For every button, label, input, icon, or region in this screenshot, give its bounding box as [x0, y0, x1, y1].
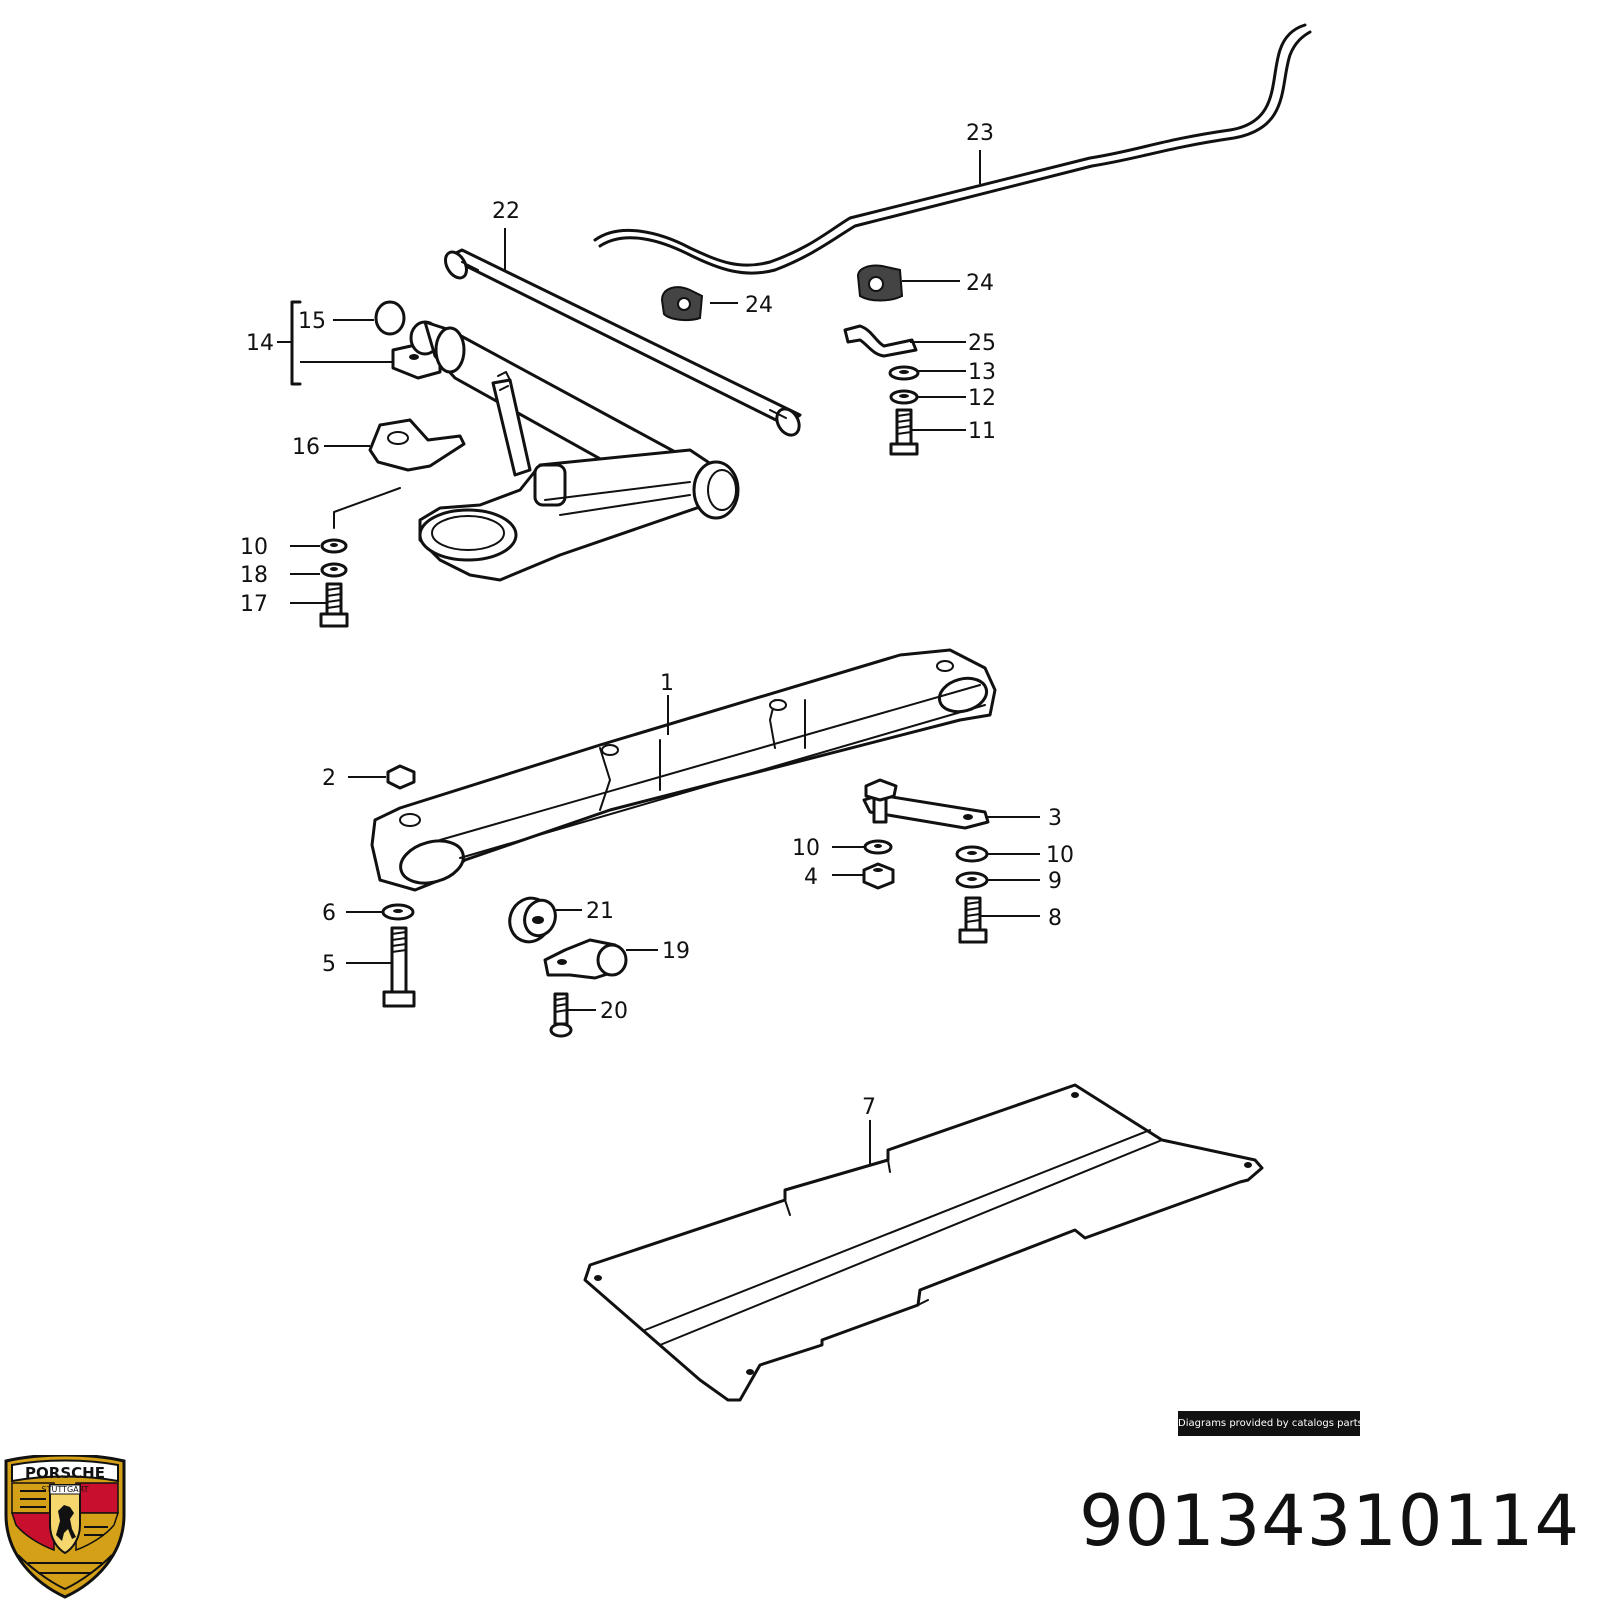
part-13-washer [888, 365, 920, 381]
part-24-bushing-right [856, 264, 904, 302]
part-18-lock-washer [320, 562, 348, 578]
callout-1: 1 [660, 671, 674, 696]
callout-15: 15 [298, 309, 326, 334]
part-25-clamp [843, 324, 918, 358]
trailing-arm [409, 320, 740, 582]
part-6-washer [381, 903, 415, 921]
part-number: 90134310114 [1079, 1480, 1580, 1562]
part-10-washer-center [863, 839, 893, 855]
callout-14: 14 [246, 331, 274, 356]
callout-12: 12 [968, 386, 996, 411]
callout-10-right: 10 [1046, 843, 1074, 868]
part-16-bracket [333, 418, 466, 529]
callout-5: 5 [322, 952, 336, 977]
callout-22: 22 [492, 199, 520, 224]
callout-6: 6 [322, 901, 336, 926]
crest-wordmark: PORSCHE [25, 1464, 105, 1482]
part-1-cross-member [370, 648, 997, 892]
part-24-bushing-left [660, 286, 704, 322]
callout-3: 3 [1048, 806, 1062, 831]
callout-2: 2 [322, 766, 336, 791]
part-11-bolt [889, 408, 919, 456]
callout-4: 4 [804, 865, 818, 890]
callout-19: 19 [662, 939, 690, 964]
part-3-strap [862, 778, 990, 830]
part-10-washer-left [320, 538, 348, 554]
callout-23: 23 [966, 121, 994, 146]
part-20-screw [549, 992, 573, 1038]
callout-10-center: 10 [792, 836, 820, 861]
callout-24-right: 24 [966, 271, 994, 296]
callout-17: 17 [240, 592, 268, 617]
part-12-lock-washer [889, 389, 919, 405]
callout-7: 7 [862, 1095, 876, 1120]
part-17-bolt [319, 582, 349, 628]
callout-10-left: 10 [240, 535, 268, 560]
callout-8: 8 [1048, 906, 1062, 931]
callout-11: 11 [968, 419, 996, 444]
part-7-skid-plate [583, 1083, 1264, 1402]
part-23-stabilizer-bar [593, 23, 1312, 275]
part-9-washer [955, 871, 989, 889]
callout-16: 16 [292, 435, 320, 460]
callout-21: 21 [586, 899, 614, 924]
part-8-bolt [958, 896, 988, 944]
part-15-cap [374, 300, 406, 336]
part-19-mount [543, 938, 628, 980]
leader-lines [277, 150, 1040, 1165]
callout-labels: 23 22 24 24 25 13 12 11 15 14 16 10 18 1… [240, 121, 1074, 1120]
credit-banner: Diagrams provided by catalogs parts [1178, 1411, 1363, 1436]
callout-13: 13 [968, 360, 996, 385]
part-2-nut [386, 764, 416, 790]
part-5-bolt [382, 926, 416, 1008]
part-22-torsion-bar [444, 248, 802, 437]
callout-18: 18 [240, 563, 268, 588]
crest-city: STUTTGART [42, 1485, 89, 1494]
callout-25: 25 [968, 331, 996, 356]
callout-20: 20 [600, 999, 628, 1024]
callout-24-left: 24 [745, 293, 773, 318]
part-10-washer-right [955, 845, 989, 863]
part-4-nut [862, 862, 895, 890]
porsche-crest-icon: PORSCHE STUTTGART [4, 1455, 126, 1599]
callout-9: 9 [1048, 869, 1062, 894]
part-21-bushing [508, 896, 557, 944]
